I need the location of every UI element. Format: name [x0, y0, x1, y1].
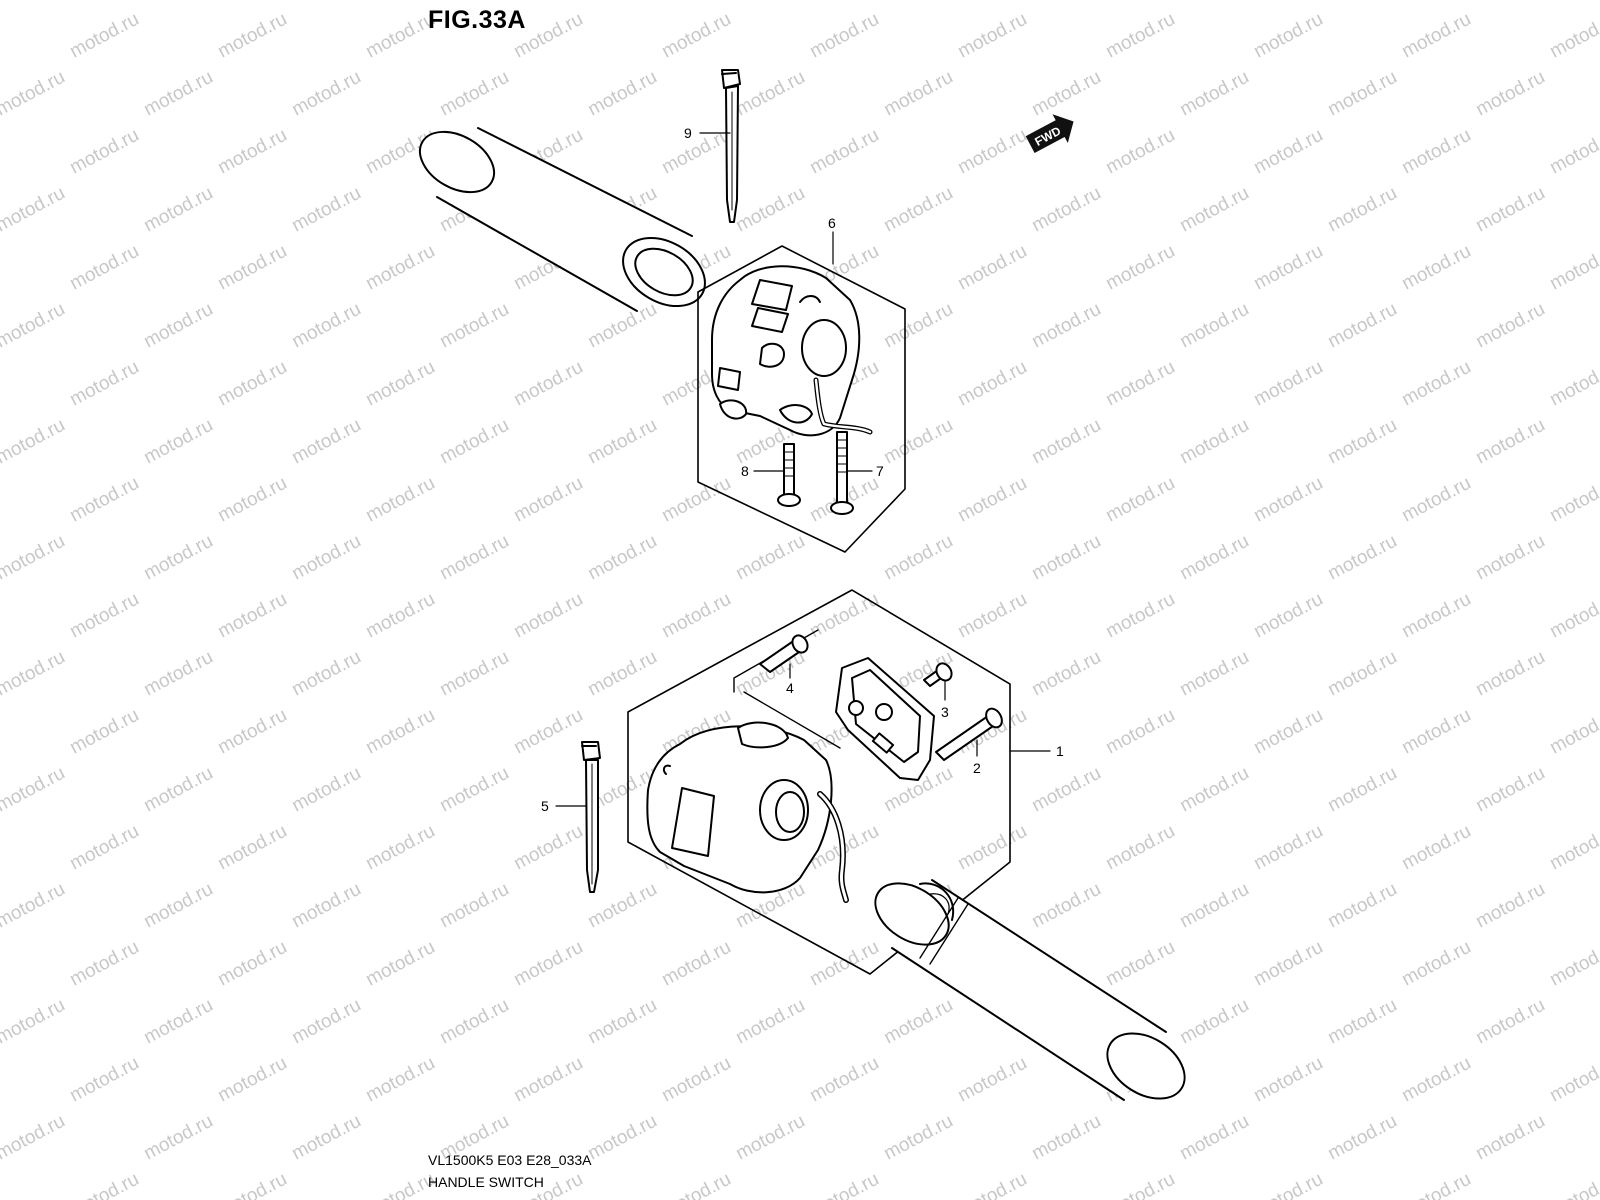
part-name: HANDLE SWITCH [428, 1174, 544, 1190]
switch-clamp-bracket [835, 657, 935, 781]
screw-part-2 [935, 707, 1003, 761]
right-switch-housing [646, 721, 849, 903]
screw-part-4 [759, 634, 809, 673]
cable-tie-part-9 [721, 69, 741, 223]
figure-title: FIG.33A [428, 6, 526, 34]
screw-part-3 [923, 662, 953, 687]
assembly-outline-1 [627, 589, 1011, 975]
callout-6: 6 [828, 215, 836, 231]
callout-7: 7 [876, 463, 884, 479]
left-handle-grip [419, 127, 706, 312]
cable-tie-part-5 [581, 741, 601, 893]
callout-5: 5 [541, 798, 549, 814]
callout-3: 3 [941, 704, 949, 720]
forward-arrow-icon: FWD [1025, 114, 1074, 153]
callout-4: 4 [786, 680, 794, 696]
throttle-grip [874, 879, 1186, 1101]
screw-part-7 [830, 431, 854, 515]
callout-leaders [555, 132, 1051, 807]
callout-1: 1 [1056, 743, 1064, 759]
screw-part-8 [777, 443, 801, 507]
callout-2: 2 [973, 760, 981, 776]
model-code: VL1500K5 E03 E28_033A [428, 1152, 592, 1168]
callout-8: 8 [741, 463, 749, 479]
assembly-outline-6 [697, 245, 906, 553]
callout-9: 9 [684, 125, 692, 141]
callout-numbers: 1 2 3 4 5 6 7 8 9 [541, 125, 1064, 814]
left-switch-housing [711, 265, 873, 437]
